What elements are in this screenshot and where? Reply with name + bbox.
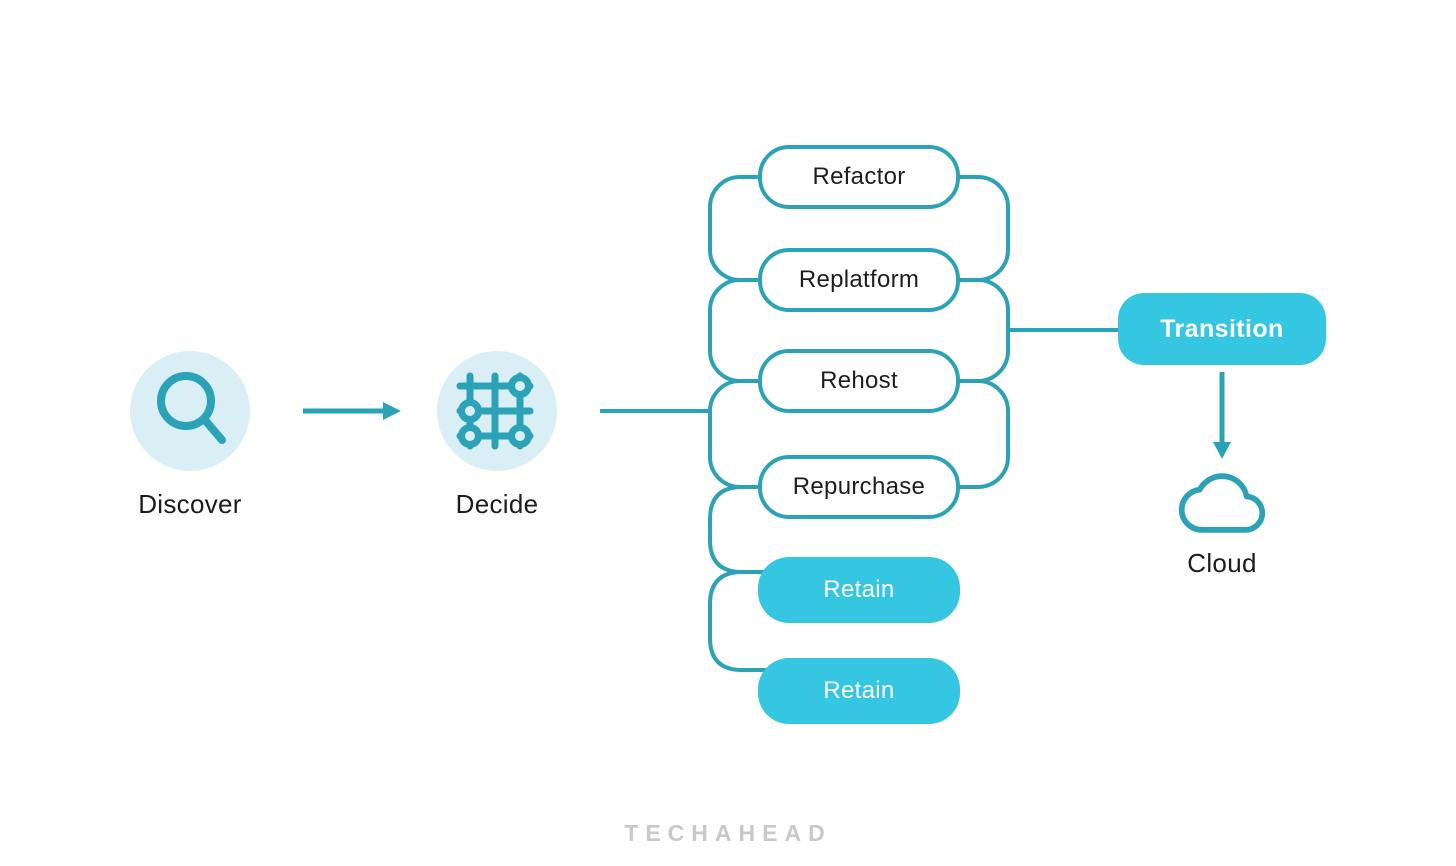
arrowhead-down: [1213, 442, 1231, 459]
strategy-replatform-label: Replatform: [798, 266, 920, 293]
decision-grid-icon: [456, 372, 534, 450]
magnifier-icon: [157, 372, 226, 444]
strategy-refactor-label: Refactor: [812, 163, 906, 190]
transition-label: Transition: [1160, 314, 1284, 343]
decide-label: Decide: [455, 489, 539, 519]
decide-node: [437, 351, 557, 471]
strategy-repurchase: Repurchase: [758, 455, 960, 519]
transition-node: Transition: [1118, 293, 1326, 365]
discover-label: Discover: [138, 489, 242, 519]
strategy-retain-1-label: Retain: [823, 576, 895, 603]
strategy-retain-1: Retain: [758, 557, 960, 623]
cloud-node: [1175, 465, 1269, 541]
bracket-repurchase-retain: [708, 485, 792, 574]
discover-node: [130, 351, 250, 471]
strategy-retain-2-label: Retain: [823, 677, 895, 704]
strategy-retain-2: Retain: [758, 658, 960, 724]
techahead-watermark: TECHAHEAD: [624, 820, 832, 846]
cloud-label: Cloud: [1187, 548, 1257, 578]
bracket-retain-retain: [708, 570, 792, 672]
arrowhead-right: [383, 402, 401, 420]
strategy-replatform: Replatform: [758, 248, 960, 312]
strategy-rehost: Rehost: [758, 349, 960, 413]
cloud-icon: [1178, 473, 1266, 533]
strategy-repurchase-label: Repurchase: [792, 473, 926, 500]
strategy-refactor: Refactor: [758, 145, 960, 209]
strategy-rehost-label: Rehost: [820, 367, 898, 394]
